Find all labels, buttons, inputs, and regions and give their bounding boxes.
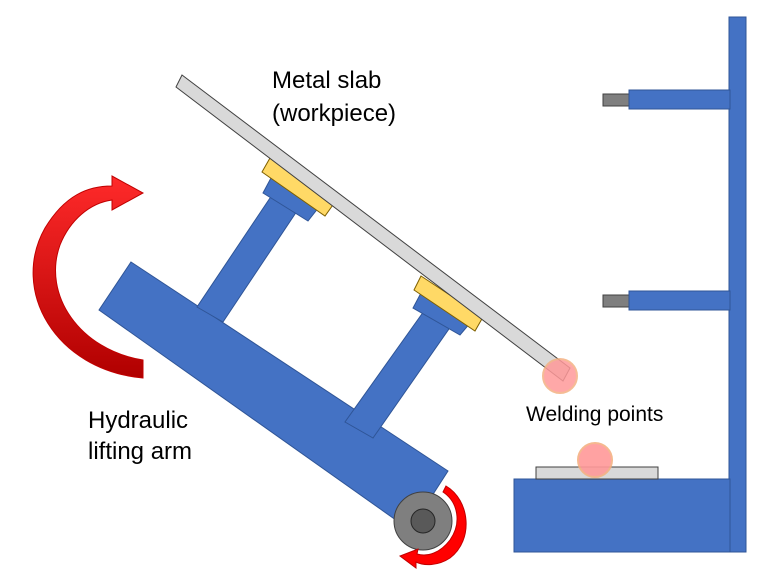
vertical-frame-post xyxy=(728,16,747,553)
curved-arrow-clockwise-icon xyxy=(32,175,145,379)
metal-slab-label-line1: Metal slab xyxy=(272,67,381,94)
upper-clamp-tip xyxy=(602,93,631,107)
support-column-right xyxy=(344,310,452,439)
welding-point-upper xyxy=(542,358,578,394)
curved-arrow-counterclockwise-icon xyxy=(398,485,467,569)
upper-clamp-arm xyxy=(628,89,731,110)
base-block xyxy=(513,478,731,553)
welding-points-label: Welding points xyxy=(526,403,663,426)
hydraulic-arm-label-line1: Hydraulic xyxy=(88,407,188,434)
pivot-hub xyxy=(410,508,436,534)
support-column-left xyxy=(196,194,298,323)
hydraulic-arm-label-line2: lifting arm xyxy=(88,438,192,465)
lower-clamp-arm xyxy=(628,290,731,311)
lower-clamp-tip xyxy=(602,294,631,308)
welding-point-lower xyxy=(577,442,613,478)
metal-slab-label-line2: (workpiece) xyxy=(272,100,396,127)
